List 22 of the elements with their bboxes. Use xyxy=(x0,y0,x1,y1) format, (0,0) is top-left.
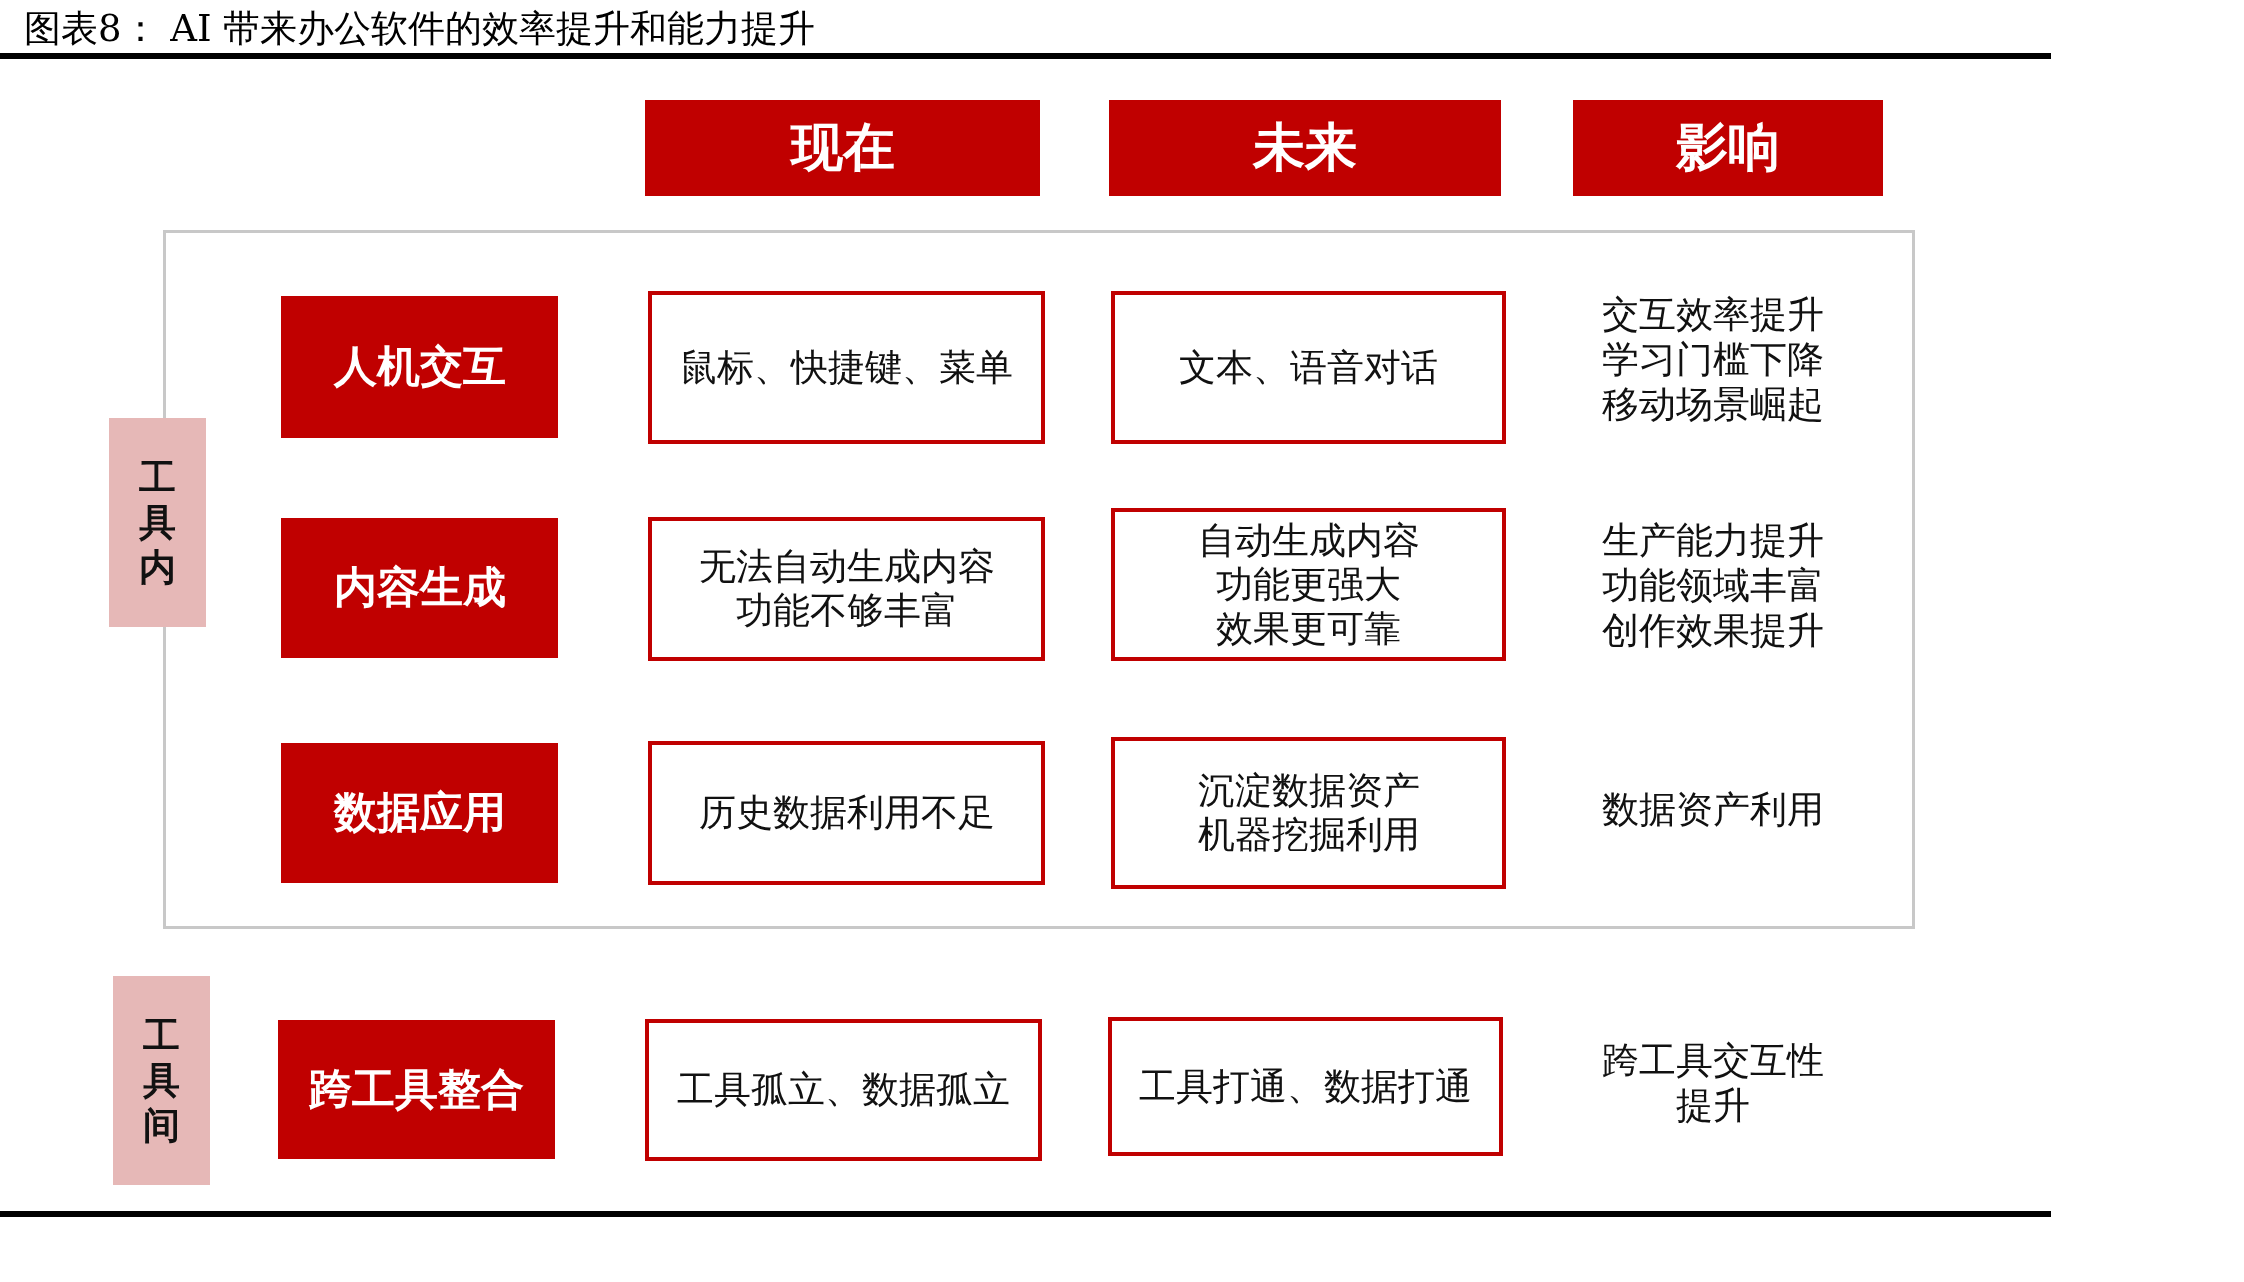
cell-text: 跨工具交互性提升 xyxy=(1601,1038,1825,1129)
text-box: 历史数据利用不足 xyxy=(648,741,1045,885)
side-band: 工具间 xyxy=(113,976,210,1185)
row-header: 人机交互 xyxy=(281,296,558,438)
column-header: 未来 xyxy=(1109,100,1501,196)
cell-text: 生产能力提升功能领域丰富创作效果提升 xyxy=(1601,517,1825,654)
text-box: 自动生成内容功能更强大效果更可靠 xyxy=(1111,508,1506,661)
text-box: 沉淀数据资产机器挖掘利用 xyxy=(1111,737,1506,889)
text-box: 文本、语音对话 xyxy=(1111,291,1506,444)
text-box: 工具孤立、数据孤立 xyxy=(645,1019,1042,1161)
side-band: 工具内 xyxy=(109,418,206,627)
text-box: 工具打通、数据打通 xyxy=(1108,1017,1503,1156)
cell-text: 交互效率提升学习门槛下降移动场景崛起 xyxy=(1601,291,1825,428)
text-box: 鼠标、快捷键、菜单 xyxy=(648,291,1045,444)
row-header: 跨工具整合 xyxy=(278,1020,555,1159)
text-box: 无法自动生成内容功能不够丰富 xyxy=(648,517,1045,661)
column-header: 影响 xyxy=(1573,100,1883,196)
cell-text: 数据资产利用 xyxy=(1601,786,1825,833)
row-header: 内容生成 xyxy=(281,518,558,658)
row-header: 数据应用 xyxy=(281,743,558,883)
column-header: 现在 xyxy=(645,100,1040,196)
figure-title: 图表8： AI 带来办公软件的效率提升和能力提升 xyxy=(24,6,816,52)
